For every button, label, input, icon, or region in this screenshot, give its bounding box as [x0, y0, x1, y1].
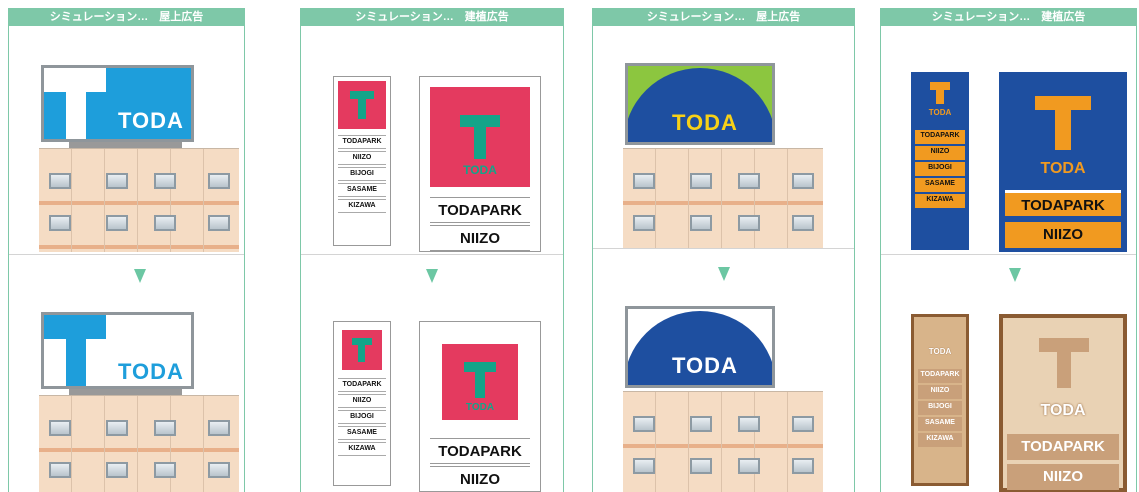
brand-text: TODA — [465, 402, 495, 413]
brand-text: TODA — [118, 359, 184, 384]
brand-text: TODA — [672, 110, 738, 135]
tower-label: TODAPARK — [430, 438, 530, 464]
tower-label: TODAPARK — [338, 135, 386, 149]
tower-label: BIJOGI — [915, 162, 965, 176]
big-wood-tower: TODA TODAPARK NIIZO — [999, 314, 1127, 492]
tower-label: KIZAWA — [338, 442, 386, 456]
brand-text: TODA — [118, 108, 184, 133]
brand-text: TODA — [928, 347, 952, 356]
tower-label: BIJOGI — [918, 401, 962, 415]
tower-label: NIIZO — [338, 151, 386, 165]
building — [39, 395, 239, 492]
dome-billboard-after: TODA — [625, 306, 775, 388]
arrow-down-icon — [1009, 268, 1021, 282]
panel-rooftop-1: シミュレーション… 屋上広告 TODA TODA — [8, 8, 245, 492]
tower-label: NIIZO — [430, 225, 530, 251]
small-tower-after: TODAPARK NIIZO BIJOGI SASAME KIZAWA — [333, 321, 391, 486]
billboard-after: TODA — [41, 312, 194, 389]
panel-rooftop-2: シミュレーション… 屋上広告 TODA TODA — [592, 8, 855, 492]
tower-label: SASAME — [915, 178, 965, 192]
brand-text: TODA — [463, 163, 497, 177]
tower-label: BIJOGI — [338, 410, 386, 424]
tower-label: NIIZO — [338, 394, 386, 408]
tower-label: TODAPARK — [430, 197, 530, 223]
panel-pylon-2: シミュレーション… 建植広告 TODA TODAPARK NIIZO BIJOG… — [880, 8, 1137, 492]
tower-label: NIIZO — [1005, 222, 1121, 248]
big-tower-after: TODA TODAPARK NIIZO — [419, 321, 541, 492]
brand-text: TODA — [672, 353, 738, 378]
t-logo-stem — [66, 92, 86, 139]
tower-label: TODAPARK — [338, 378, 386, 392]
tower-label: KIZAWA — [338, 199, 386, 213]
tower-label: SASAME — [918, 417, 962, 431]
tower-label: KIZAWA — [915, 194, 965, 208]
arrow-down-icon — [718, 267, 730, 281]
tower-label: KIZAWA — [918, 433, 962, 447]
panel-header: シミュレーション… 屋上広告 — [9, 8, 244, 26]
tower-label: NIIZO — [915, 146, 965, 160]
brand-text: TODA — [928, 108, 952, 117]
tower-label: NIIZO — [430, 466, 530, 492]
big-tower-before: TODA TODAPARK NIIZO — [419, 76, 541, 252]
panel-header: シミュレーション… 屋上広告 — [593, 8, 854, 26]
building — [623, 148, 823, 248]
tower-label: SASAME — [338, 426, 386, 440]
brand-text: TODA — [1040, 402, 1086, 419]
building — [39, 148, 239, 252]
tower-label: TODAPARK — [1007, 434, 1119, 460]
small-wood-tower: TODA TODAPARK NIIZO BIJOGI SASAME KIZAWA — [911, 314, 969, 486]
tower-label: NIIZO — [918, 385, 962, 399]
tower-label: SASAME — [338, 183, 386, 197]
big-navy-tower: TODA TODAPARK NIIZO — [999, 72, 1127, 252]
building — [623, 391, 823, 492]
tower-label: TODAPARK — [918, 369, 962, 383]
dome-billboard-before: TODA — [625, 63, 775, 145]
billboard-before: TODA — [41, 65, 194, 142]
panel-pylon-1: シミュレーション… 建植広告 TODAPARK NIIZO BIJOGI SAS… — [300, 8, 564, 492]
brand-text: TODA — [1040, 160, 1086, 177]
arrow-down-icon — [426, 269, 438, 283]
panel-header: シミュレーション… 建植広告 — [881, 8, 1136, 26]
tower-label: BIJOGI — [338, 167, 386, 181]
tower-label: TODAPARK — [1005, 190, 1121, 216]
panel-header: シミュレーション… 建植広告 — [301, 8, 563, 26]
arrow-down-icon — [134, 269, 146, 283]
billboard-base — [69, 142, 182, 148]
small-tower-before: TODAPARK NIIZO BIJOGI SASAME KIZAWA — [333, 76, 391, 246]
tower-label: NIIZO — [1007, 464, 1119, 490]
tower-label: TODAPARK — [915, 130, 965, 144]
t-logo-bar — [44, 68, 106, 92]
small-navy-tower: TODA TODAPARK NIIZO BIJOGI SASAME KIZAWA — [911, 72, 969, 250]
